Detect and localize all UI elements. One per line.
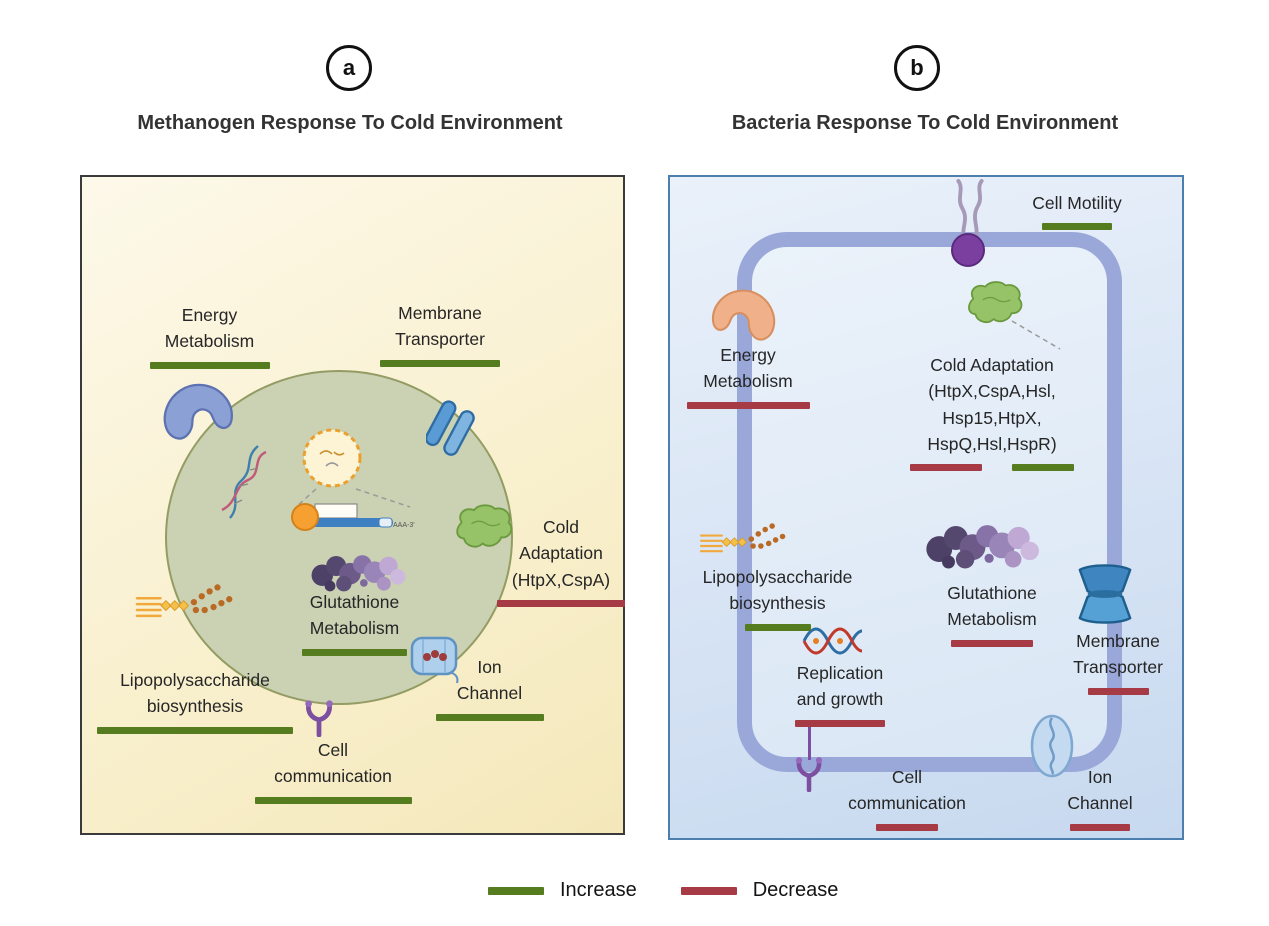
energy-metabolism-b-bar <box>686 401 810 409</box>
label-glutathione-b: Glutathione Metabolism <box>917 580 1067 647</box>
label-ion-channel-b: Ion Channel <box>1042 764 1158 831</box>
ion-channel-icon <box>408 632 464 684</box>
label-energy-metabolism-a: Energy Metabolism <box>132 302 287 369</box>
glutathione-a-bar <box>302 648 407 656</box>
membrane-transporter-a-text: Membrane Transporter <box>395 303 485 350</box>
membrane-transporter-a-bar <box>380 359 500 367</box>
ion-channel-a-bar <box>435 713 544 721</box>
energy-metabolism-protein-icon <box>162 382 238 450</box>
cell-communication-receptor-b-icon <box>790 754 828 792</box>
glutathione-b-bar <box>951 639 1033 647</box>
cold-adaptation-protein-icon <box>448 500 516 558</box>
glutathione-cluster-icon <box>310 545 410 597</box>
label-cell-communication-a: Cell communication <box>242 737 424 804</box>
cold-adaptation-b-text: Cold Adaptation (HtpX,CspA,Hsl, Hsp15,Ht… <box>927 355 1057 454</box>
cold-adaptation-b-bars <box>910 464 1074 471</box>
legend: Increase Decrease <box>488 879 838 902</box>
legend-increase-bar <box>488 886 544 895</box>
label-energy-metabolism-b: Energy Metabolism <box>682 342 814 409</box>
bacteria-cell-membrane <box>737 232 1122 772</box>
callout-dashed-lines <box>282 487 422 509</box>
cell-motility-bar <box>1042 223 1112 231</box>
replication-bar <box>795 719 885 727</box>
legend-increase-label: Increase <box>560 879 637 901</box>
label-cell-communication-b: Cell communication <box>832 764 982 831</box>
lipopolysaccharide-a-bar <box>97 726 293 734</box>
dashed-connector <box>1008 317 1066 357</box>
cell-motility-text: Cell Motility <box>1032 193 1122 213</box>
label-lipopolysaccharide-b: Lipopolysaccharide biosynthesis <box>670 564 885 631</box>
mrna-tag-text: AAA-3' <box>393 522 415 529</box>
cell-communication-a-text: Cell communication <box>274 740 392 787</box>
vesicle-icon <box>300 426 364 490</box>
label-lipopolysaccharide-a: Lipopolysaccharide biosynthesis <box>90 667 300 734</box>
label-ion-channel-a: Ion Channel <box>432 654 547 721</box>
legend-decrease-label: Decrease <box>752 879 839 901</box>
panel-a-methanogen: AAA-3' <box>80 175 625 835</box>
ribosome-mrna-icon: AAA-3' <box>285 499 415 539</box>
cold-adaptation-protein-b-icon <box>960 278 1026 332</box>
replication-text: Replication and growth <box>796 663 884 710</box>
label-membrane-transporter-b: Membrane Transporter <box>1042 628 1194 695</box>
cell-communication-receptor-icon <box>300 697 338 737</box>
cold-adaptation-b-increase-bar <box>1012 464 1074 471</box>
energy-metabolism-b-text: Energy Metabolism <box>703 345 793 392</box>
energy-metabolism-a-text: Energy Metabolism <box>164 305 255 352</box>
label-glutathione-a: Glutathione Metabolism <box>272 589 437 656</box>
replication-dna-icon <box>800 618 864 664</box>
energy-metabolism-a-bar <box>149 361 270 369</box>
ion-channel-b-bar <box>1070 823 1130 831</box>
membrane-transporter-b-icon <box>1074 562 1136 626</box>
panel-a-badge: a <box>326 45 372 91</box>
glutathione-a-text: Glutathione Metabolism <box>309 592 400 639</box>
glutathione-cluster-b-icon <box>922 514 1047 574</box>
lipopolysaccharide-b-text: Lipopolysaccharide biosynthesis <box>702 567 853 614</box>
lipopolysaccharide-b-bar <box>744 623 811 631</box>
cold-adaptation-a-text: Cold Adaptation (HtpX,CspA) <box>511 517 611 590</box>
panel-b-bacteria: Cell Motility Energy Metabolism Cold Ada… <box>668 175 1184 840</box>
panel-b-badge: b <box>894 45 940 91</box>
lipopolysaccharide-a-text: Lipopolysaccharide biosynthesis <box>120 670 270 717</box>
cold-adaptation-a-bar <box>497 599 625 607</box>
receptor-stem <box>808 726 811 760</box>
label-cold-adaptation-b: Cold Adaptation (HtpX,CspA,Hsl, Hsp15,Ht… <box>882 352 1102 471</box>
panel-a-title: Methanogen Response To Cold Environment <box>137 112 563 134</box>
ion-channel-a-text: Ion Channel <box>456 657 523 704</box>
dna-icon <box>220 440 300 525</box>
energy-metabolism-protein-b-icon <box>705 288 779 350</box>
ion-channel-b-text: Ion Channel <box>1067 767 1133 814</box>
cold-adaptation-b-decrease-bar <box>910 464 982 471</box>
lipopolysaccharide-b-icon <box>698 520 796 572</box>
legend-decrease-bar <box>680 886 737 895</box>
membrane-transporter-b-text: Membrane Transporter <box>1073 631 1163 678</box>
flagellum-icon <box>944 179 996 245</box>
lipopolysaccharide-icon <box>135 580 243 640</box>
label-cell-motility: Cell Motility <box>1010 190 1144 231</box>
cell-communication-b-bar <box>876 823 938 831</box>
cell-communication-b-text: Cell communication <box>848 767 966 814</box>
panel-b-title: Bacteria Response To Cold Environment <box>731 112 1119 134</box>
label-replication: Replication and growth <box>772 660 908 727</box>
glutathione-b-text: Glutathione Metabolism <box>947 583 1037 630</box>
label-cold-adaptation-a: Cold Adaptation (HtpX,CspA) <box>492 514 630 607</box>
label-membrane-transporter-a: Membrane Transporter <box>360 300 520 367</box>
membrane-transporter-b-bar <box>1087 687 1149 695</box>
ion-channel-b-icon <box>1028 712 1076 780</box>
cell-communication-a-bar <box>254 796 412 804</box>
flagellum-motor-icon <box>951 233 985 267</box>
membrane-transporter-icon <box>426 400 478 458</box>
